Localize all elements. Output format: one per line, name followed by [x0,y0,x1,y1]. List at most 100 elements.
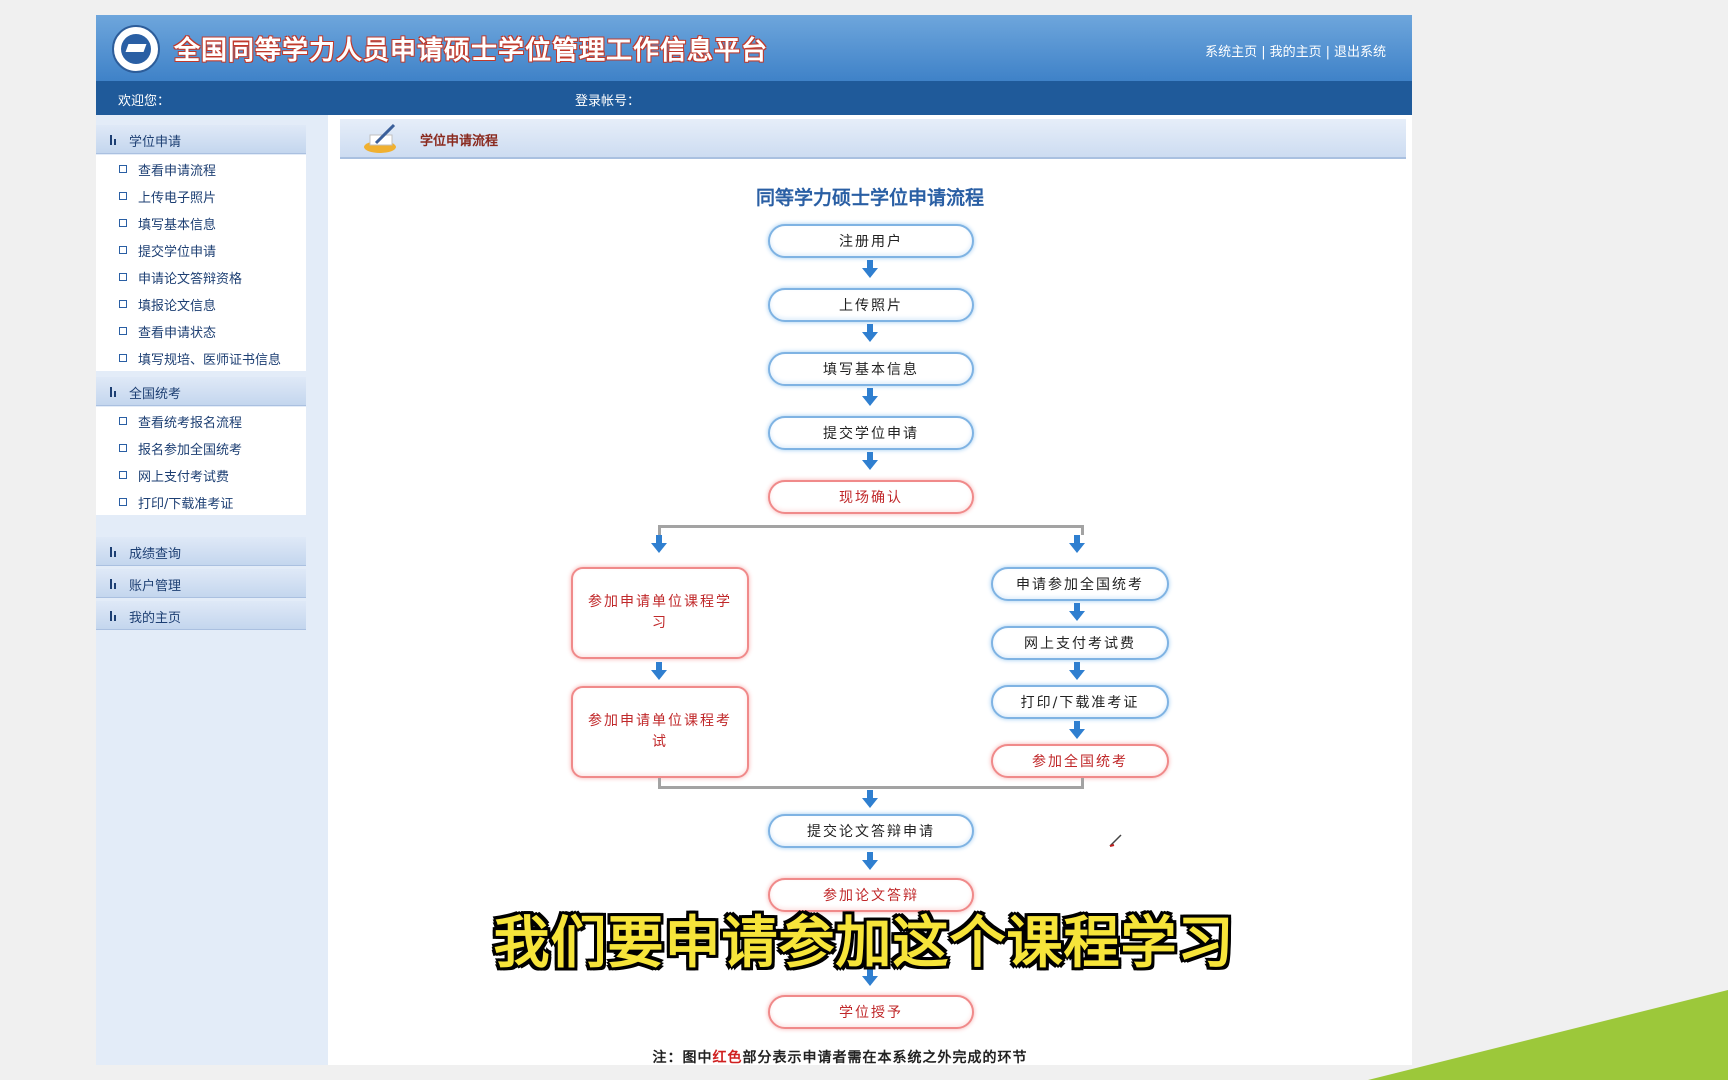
step-pay-exam-fee: 网上支付考试费 [991,626,1169,660]
sidebar-item-label: 查看统考报名流程 [138,416,243,431]
merge-line-bottom [658,786,1084,789]
sidebar-item-label: 提交学位申请 [138,245,217,260]
link-logout[interactable]: 退出系统 [1333,45,1386,60]
sidebar-item-defense-qualification[interactable]: 申请论文答辩资格 [96,263,306,290]
sidebar-item-label: 申请论文答辩资格 [138,272,243,287]
welcome-label: 欢迎您： [118,94,171,109]
link-system-home[interactable]: 系统主页 [1205,45,1258,60]
step-degree-award: 学位授予 [768,995,974,1029]
content-header: 学位申请流程 [340,119,1406,159]
main-content: 学位申请流程 同等学力硕士学位申请流程 注册用户 上传照片 填写基本信息 提交学… [340,115,1412,1067]
sidebar-item-submit-application[interactable]: 提交学位申请 [96,236,306,263]
site-header: 全国同等学力人员申请硕士学位管理工作信息平台 系统主页|我的主页|退出系统 [96,15,1412,81]
sidebar-item-application-status[interactable]: 查看申请状态 [96,317,306,344]
sidebar-item-label: 网上支付考试费 [138,470,230,485]
note-prefix: 注：图中 [652,1050,713,1066]
square-bullet-icon [119,219,127,227]
bar-chart-icon [110,611,119,621]
step-take-national-exam: 参加全国统考 [991,744,1169,778]
step-course-exam: 参加申请单位课程考试 [571,686,749,778]
square-bullet-icon [119,498,127,506]
branch-line-top [658,525,1084,528]
step-upload-photo: 上传照片 [768,288,974,322]
video-subtitle: 我们要申请参加这个课程学习 [493,911,1235,976]
arrow-down-icon [862,260,878,278]
arrow-down-icon [862,324,878,342]
bar-chart-icon [110,387,119,397]
bar-chart-icon [110,135,119,145]
sidebar-item-view-process[interactable]: 查看申请流程 [96,155,306,182]
decorative-corner [1368,990,1728,1080]
writing-pen-icon [364,123,396,153]
pen-cursor-icon [1109,834,1122,847]
top-links: 系统主页|我的主页|退出系统 [1205,45,1386,60]
sidebar-item-label: 查看申请流程 [138,164,217,179]
square-bullet-icon [119,246,127,254]
square-bullet-icon [119,417,127,425]
step-thesis-defense: 参加论文答辩 [768,878,974,912]
arrow-down-icon [1069,662,1085,680]
link-my-home[interactable]: 我的主页 [1269,45,1322,60]
arrow-down-icon [862,452,878,470]
sidebar-group-national-exam[interactable]: 全国统考 [96,377,306,406]
sidebar-item-thesis-info[interactable]: 填报论文信息 [96,290,306,317]
sidebar-item-admission-ticket[interactable]: 打印/下载准考证 [96,488,306,515]
merge-line-left [658,778,661,789]
sidebar-group-score-query[interactable]: 成绩查询 [96,537,306,566]
square-bullet-icon [119,300,127,308]
account-label: 登录帐号： [575,94,641,109]
sidebar-item-label: 填写规培、医师证书信息 [138,353,282,368]
branch-line-left-top [658,525,661,535]
arrow-down-icon [862,968,878,986]
square-bullet-icon [119,165,127,173]
sidebar-divider [328,115,338,1065]
sidebar-item-label: 填报论文信息 [138,299,217,314]
square-bullet-icon [119,273,127,281]
sidebar-item-label: 报名参加全国统考 [138,443,243,458]
user-bar: 欢迎您： 登录帐号： [96,81,1412,115]
sidebar-item-label: 填写基本信息 [138,218,217,233]
note-red-word: 红色 [712,1050,743,1066]
sidebar-group-my-home[interactable]: 我的主页 [96,601,306,630]
step-course-study: 参加申请单位课程学习 [571,567,749,659]
sidebar-item-pay-fee[interactable]: 网上支付考试费 [96,461,306,488]
square-bullet-icon [119,354,127,362]
step-basic-info: 填写基本信息 [768,352,974,386]
sidebar-group-degree-application[interactable]: 学位申请 [96,125,306,154]
submenu-national-exam: 查看统考报名流程 报名参加全国统考 网上支付考试费 打印/下载准考证 [96,407,306,515]
sidebar-item-register-exam[interactable]: 报名参加全国统考 [96,434,306,461]
arrow-down-icon [1069,535,1085,553]
merge-line-right [1081,778,1084,789]
note-suffix: 部分表示申请者需在本系统之外完成的环节 [742,1050,1028,1066]
square-bullet-icon [119,471,127,479]
step-submit-defense: 提交论文答辩申请 [768,814,974,848]
sidebar-group-account[interactable]: 账户管理 [96,569,306,598]
sidebar-item-basic-info[interactable]: 填写基本信息 [96,209,306,236]
sidebar-item-exam-process[interactable]: 查看统考报名流程 [96,407,306,434]
step-print-ticket: 打印/下载准考证 [991,685,1169,719]
step-register-user: 注册用户 [768,224,974,258]
sidebar-group-label: 我的主页 [129,611,182,626]
site-title: 全国同等学力人员申请硕士学位管理工作信息平台 [174,36,769,66]
square-bullet-icon [119,327,127,335]
flow-note: 注：图中红色部分表示申请者需在本系统之外完成的环节 [340,1047,1340,1067]
sidebar: 学位申请 查看申请流程 上传电子照片 填写基本信息 提交学位申请 申请论文答辩资… [96,115,328,1065]
bar-chart-icon [110,579,119,589]
step-submit-application: 提交学位申请 [768,416,974,450]
square-bullet-icon [119,192,127,200]
bar-chart-icon [110,547,119,557]
sidebar-item-label: 打印/下载准考证 [138,497,234,512]
sidebar-item-certificate-info[interactable]: 填写规培、医师证书信息 [96,344,306,371]
branch-line-right-top [1081,525,1084,535]
step-apply-national-exam: 申请参加全国统考 [991,567,1169,601]
sidebar-item-upload-photo[interactable]: 上传电子照片 [96,182,306,209]
page: 全国同等学力人员申请硕士学位管理工作信息平台 系统主页|我的主页|退出系统 欢迎… [96,15,1412,1067]
arrow-down-icon [862,790,878,808]
sidebar-item-label: 上传电子照片 [138,191,217,206]
submenu-degree-application: 查看申请流程 上传电子照片 填写基本信息 提交学位申请 申请论文答辩资格 填报论… [96,155,306,371]
sidebar-group-label: 账户管理 [129,579,182,594]
content-title: 学位申请流程 [420,134,499,149]
sidebar-group-label: 学位申请 [129,135,182,150]
square-bullet-icon [119,444,127,452]
arrow-down-icon [651,662,667,680]
